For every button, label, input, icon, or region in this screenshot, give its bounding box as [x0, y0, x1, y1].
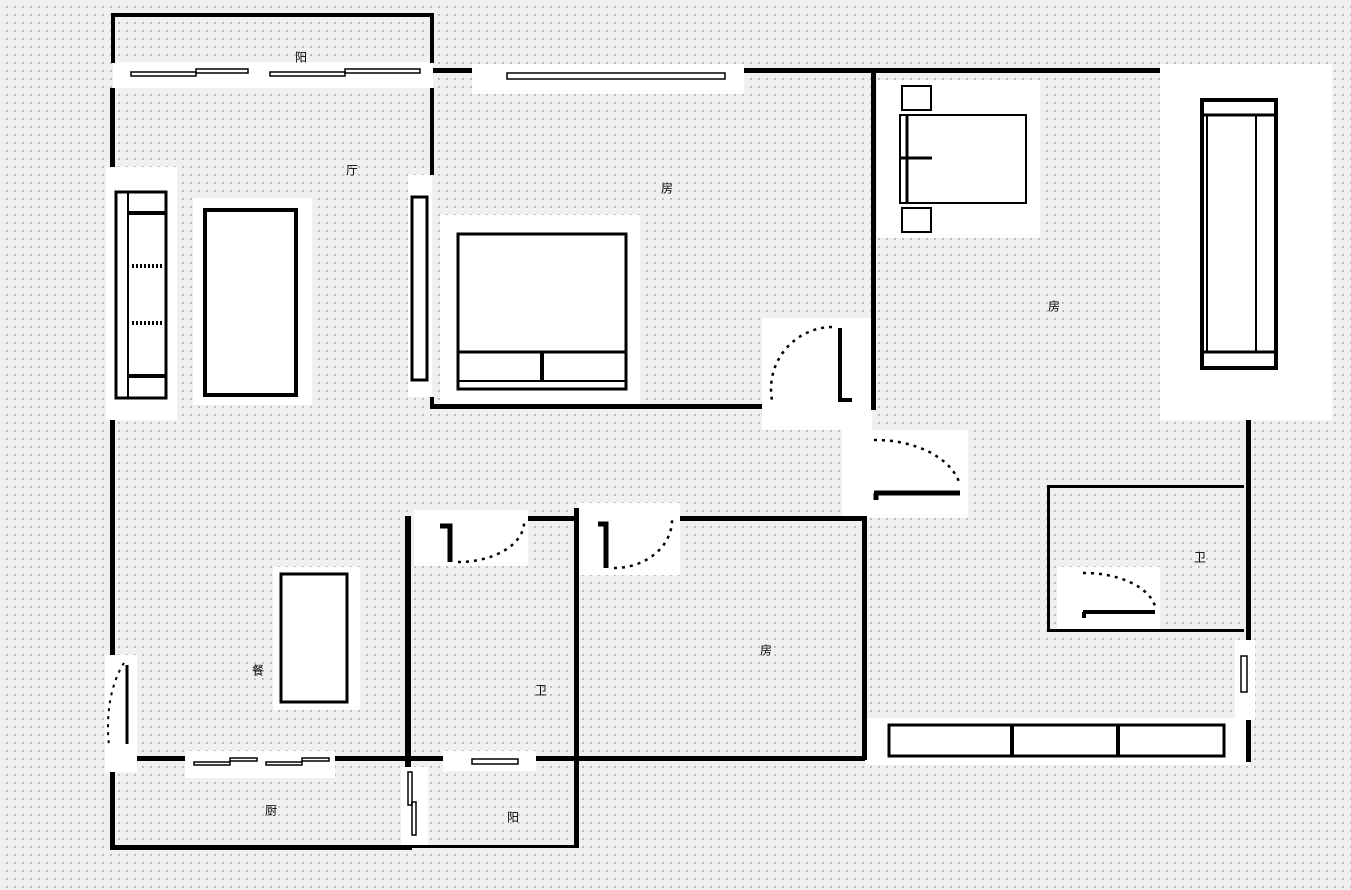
furniture [114, 85, 1278, 758]
sofa [114, 190, 168, 400]
room-label-bath-right: 卫 [1193, 550, 1207, 565]
room-label-balcony-top: 阳 [294, 50, 308, 65]
room-label-balcony-bottom: 阳 [506, 810, 520, 825]
room-label-living: 厅 [345, 163, 359, 178]
cabinet [887, 723, 1226, 758]
tv-cabinet [410, 195, 429, 382]
room-label-kitchen: 厨 [264, 803, 278, 818]
room-label-bedroom-master: 房 [660, 181, 674, 196]
bed-master [456, 232, 628, 391]
white-pads [105, 62, 1332, 845]
room-label-bedroom-third: 房 [759, 643, 773, 658]
room-label-dining: 餐 [251, 663, 265, 678]
room-label-bath-center: 卫 [534, 683, 548, 698]
coffee-table [203, 208, 298, 397]
windows [130, 68, 1248, 836]
doors [107, 325, 1157, 746]
walls [110, 13, 1251, 850]
wardrobe [1200, 98, 1278, 370]
dining-table [279, 572, 349, 704]
room-label-bedroom-second: 房 [1047, 299, 1061, 314]
